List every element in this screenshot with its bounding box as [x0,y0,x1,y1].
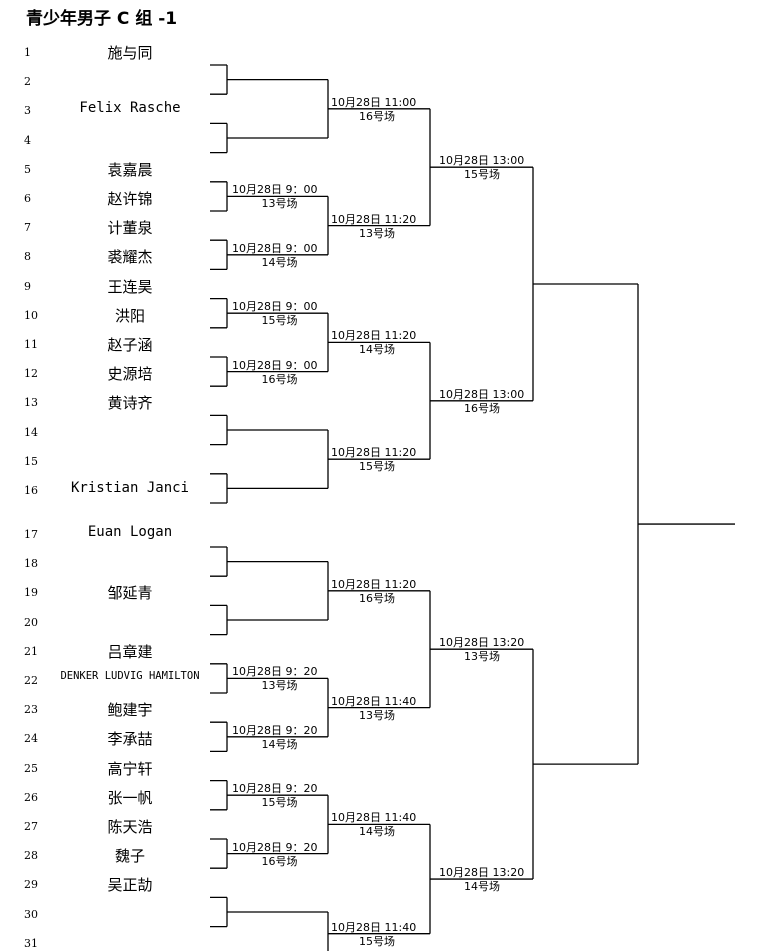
seed-number: 6 [24,192,31,205]
player-name: 计董泉 [107,219,153,238]
player-name: 赵许锦 [107,190,153,208]
match-time: 10月28日 9：00 [232,300,318,314]
match-time: 10月28日 9：20 [232,665,318,679]
match-court: 16号场 [261,372,298,386]
match-time: 10月28日 9：20 [232,723,318,737]
player-name: 赵子涵 [107,336,153,354]
seed-number: 3 [24,104,31,118]
player-name: 施与同 [107,44,153,62]
match-court: 14号场 [359,343,395,357]
seed-number: 7 [24,221,31,235]
player-name: 邹延青 [107,584,153,603]
seed-number: 13 [24,396,38,410]
seed-number: 14 [24,425,38,439]
match-time: 10月28日 9：20 [232,840,318,854]
player-name: 洪阳 [114,306,145,325]
match-time: 10月28日 13:00 [439,154,525,168]
seed-number: 4 [24,133,31,147]
seed-number: 27 [24,820,38,833]
seed-number: 22 [24,674,38,687]
match-time: 10月28日 11:40 [331,694,417,708]
match-court: 15号场 [359,934,395,948]
seed-number: 23 [24,703,38,717]
seed-number: 30 [24,907,38,921]
match-court: 13号场 [359,708,395,722]
match-time: 10月28日 11:40 [331,920,417,934]
seed-number: 19 [24,586,38,600]
match-court: 15号场 [261,796,298,810]
match-court: 13号场 [261,679,298,693]
match-court: 13号场 [261,197,298,211]
match-time: 10月28日 11:20 [331,577,417,591]
player-name: 陈天浩 [107,818,153,836]
seed-number: 29 [24,878,38,892]
seed-number: 15 [24,454,38,468]
match-court: 14号场 [359,825,395,839]
match-court: 13号场 [464,650,500,664]
match-time: 10月28日 9：00 [232,241,318,255]
seed-number: 9 [24,279,31,293]
match-court: 13号场 [359,226,395,240]
match-time: 10月28日 11:20 [331,329,417,343]
player-name: 史源培 [107,365,153,384]
match-court: 15号场 [359,460,395,474]
player-name: 高宁轩 [107,759,153,778]
seed-number: 24 [24,732,38,746]
seed-number: 11 [24,338,38,351]
bracket-title: 青少年男子 C 组 -1 [26,9,178,29]
seed-number: 21 [24,644,38,658]
match-court: 16号场 [464,401,500,415]
seed-number: 28 [24,849,38,863]
seed-number: 10 [24,308,38,322]
seed-number: 31 [24,936,38,950]
match-time: 10月28日 11:40 [331,811,417,825]
seed-number: 12 [24,367,38,381]
seed-number: 5 [24,162,31,176]
match-time: 10月28日 9：00 [232,358,318,372]
seed-number: 1 [24,46,31,59]
player-name: Felix Rasche [79,100,181,117]
match-time: 10月28日 13:20 [439,866,525,880]
player-name: Kristian Janci [70,480,189,496]
player-name: 王连昊 [107,277,153,296]
player-name: 魏子 [114,847,145,866]
match-time: 10月28日 11:20 [331,446,417,460]
seed-number: 18 [24,557,38,571]
match-court: 15号场 [464,168,500,182]
player-name: 李承喆 [107,730,153,749]
seed-number: 2 [24,75,31,89]
seed-number: 20 [24,615,38,629]
match-court: 14号场 [464,880,500,894]
match-court: 16号场 [261,854,298,868]
match-court: 14号场 [261,255,298,269]
match-time: 10月28日 9：00 [232,183,318,197]
match-time: 10月28日 11:20 [331,212,417,226]
seed-number: 17 [24,528,38,541]
match-court: 16号场 [359,591,395,605]
player-name: DENKER LUDVIG HAMILTON [60,670,200,682]
match-court: 15号场 [261,314,298,328]
seed-number: 25 [24,761,38,775]
match-time: 10月28日 13:20 [439,636,525,650]
player-name: 裘耀杰 [107,248,153,267]
player-name: 吕章建 [107,642,153,661]
match-court: 16号场 [359,109,395,123]
player-name: 吴正劼 [107,876,153,895]
player-name: 黄诗齐 [107,394,153,413]
player-name: 袁嘉晨 [107,160,153,179]
match-court: 14号场 [261,737,298,751]
seed-number: 8 [24,250,31,264]
match-time: 10月28日 11:00 [331,95,417,109]
seed-number: 26 [24,790,38,804]
player-name: Euan Logan [87,524,173,540]
match-time: 10月28日 9：20 [232,782,318,796]
player-name: 鲍建宇 [107,701,153,720]
seed-number: 16 [24,484,38,497]
match-time: 10月28日 13:00 [439,387,525,401]
player-name: 张一帆 [107,788,153,807]
